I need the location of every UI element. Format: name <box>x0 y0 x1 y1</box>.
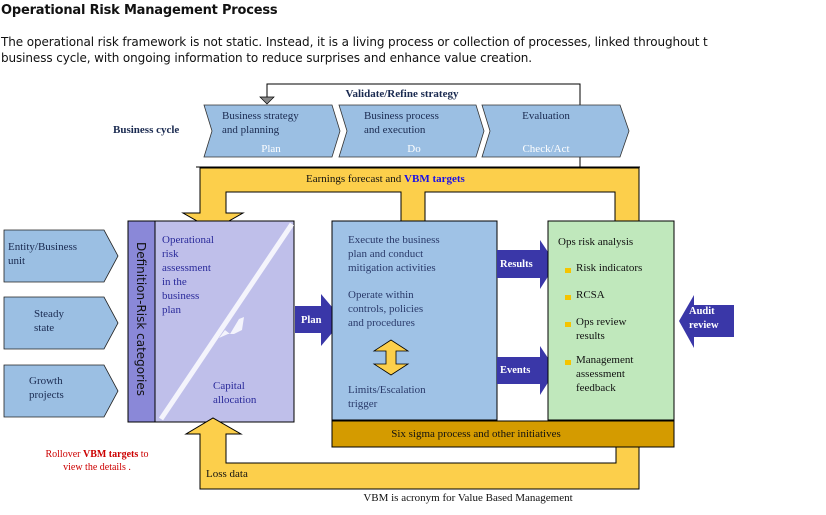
stage-line-1: Business process <box>364 110 439 122</box>
limits-text: Limits/Escalation trigger <box>348 384 428 410</box>
audit-arrow-shape <box>679 295 734 348</box>
operate-text: Operate within controls, policies and pr… <box>348 289 426 329</box>
input-line-2: state <box>34 322 54 334</box>
bullet-icon <box>565 322 571 327</box>
input-line-1: Growth <box>29 375 63 387</box>
input-line-2: unit <box>8 255 25 267</box>
svg-text:Risk indicators: Risk indicators <box>576 262 642 274</box>
bullet-icon <box>565 268 571 273</box>
intro-line-2: business cycle, with ongoing information… <box>1 51 533 65</box>
input-line-2: projects <box>29 389 64 401</box>
input-shape <box>3 296 119 350</box>
vbm-targets-link[interactable]: VBM targets <box>404 173 466 185</box>
chevron-shape <box>203 104 341 158</box>
feedback-loop-label: Validate/Refine strategy <box>346 88 459 100</box>
plan-arrow: Plan <box>295 294 343 346</box>
earnings-label: Earnings forecast and VBM targets <box>306 173 466 185</box>
events-label: Events <box>500 365 530 376</box>
definition-label: Definition-Risk categories <box>134 242 148 396</box>
execution-box: Execute the business plan and conduct mi… <box>331 220 498 421</box>
stage-line-2: and planning <box>222 124 280 136</box>
six-sigma-background <box>331 420 675 448</box>
execution-background <box>331 220 498 421</box>
six-sigma-bar: Six sigma process and other initiatives <box>331 420 675 448</box>
bullet-icon <box>565 295 571 300</box>
results-arrow-shape <box>497 240 556 289</box>
intro-paragraph: The operational risk framework is not st… <box>1 34 826 66</box>
loss-data-label: Loss data <box>206 468 248 480</box>
analysis-item-ops-review: Ops review results <box>565 316 629 342</box>
analysis-background <box>547 220 675 421</box>
chevron-shape <box>338 104 485 158</box>
definition-column <box>127 220 156 423</box>
input-growth-projects: Growth projects <box>3 364 119 418</box>
input-line-1: Steady <box>34 308 64 320</box>
bullet-icon <box>565 360 571 365</box>
input-entity-business-unit: Entity/Business unit <box>3 229 119 283</box>
audit-review-arrow: Audit review <box>679 295 734 348</box>
results-arrow: Results <box>497 240 556 289</box>
cycle-stage-plan[interactable]: Business strategy and planning Plan <box>203 104 341 158</box>
svg-text:RCSA: RCSA <box>576 289 605 301</box>
assessment-background <box>127 220 295 423</box>
loss-data-arrow-shape <box>184 417 640 490</box>
input-shape <box>3 364 119 418</box>
analysis-item-management-feedback: Management assessment feedback <box>565 354 636 394</box>
input-shape <box>3 229 119 283</box>
audit-review-label: Audit review <box>689 306 719 331</box>
rollover-vbm-link[interactable]: VBM targets <box>83 449 138 460</box>
input-steady-state: Steady state <box>3 296 119 350</box>
stage-line-1: Business strategy <box>222 110 299 122</box>
analysis-item-risk-indicators: Risk indicators <box>565 262 642 274</box>
rollover-note-line-2: view the details . <box>63 462 131 473</box>
svg-text:Management assessment: Management assessment feedback <box>576 354 636 394</box>
plan-arrow-shape <box>295 294 343 346</box>
events-arrow: Events <box>497 346 556 395</box>
business-cycle-label: Business cycle <box>113 124 179 136</box>
six-sigma-label: Six sigma process and other initiatives <box>391 428 561 440</box>
vbm-footnote: VBM is acronym for Value Based Managemen… <box>363 492 572 504</box>
cycle-stage-do[interactable]: Business process and execution Do <box>338 104 485 158</box>
stage-phase: Check/Act <box>522 143 569 155</box>
cycle-stage-check-act[interactable]: Evaluation Check/Act <box>481 104 630 158</box>
stage-phase: Do <box>407 143 421 155</box>
ops-risk-analysis-box: Ops risk analysis Risk indicators RCSA O… <box>547 220 675 421</box>
escalation-double-arrow-icon <box>372 339 410 376</box>
results-label: Results <box>500 259 533 270</box>
stage-line-1: Evaluation <box>522 110 570 122</box>
earnings-label-text: Earnings forecast and <box>306 173 404 185</box>
assessment-text: Operational risk assessment in the busin… <box>162 234 217 316</box>
feedback-arrowhead-icon <box>259 96 275 105</box>
rollover-note: Rollover VBM targets to <box>45 449 148 460</box>
analysis-title: Ops risk analysis <box>558 236 633 248</box>
intro-line-1: The operational risk framework is not st… <box>1 35 708 49</box>
chevron-shape <box>481 104 630 158</box>
stage-phase: Plan <box>261 143 281 155</box>
loss-data-band: Loss data <box>184 417 640 490</box>
page-title: Operational Risk Management Process <box>1 3 278 18</box>
analysis-item-rcsa: RCSA <box>565 289 605 301</box>
input-line-1: Entity/Business <box>8 241 77 253</box>
diagonal-divider <box>158 222 295 421</box>
plan-arrow-label: Plan <box>301 315 322 326</box>
stage-line-2: and execution <box>364 124 426 136</box>
risk-assessment-box: Definition-Risk categories Operational r… <box>127 220 295 423</box>
events-arrow-shape <box>497 346 556 395</box>
allocation-arrow-icon <box>219 317 244 338</box>
execute-text: Execute the business plan and conduct mi… <box>348 234 442 274</box>
svg-text:Ops review results: Ops review results <box>576 316 629 342</box>
capital-allocation-text: Capital allocation <box>213 380 257 406</box>
